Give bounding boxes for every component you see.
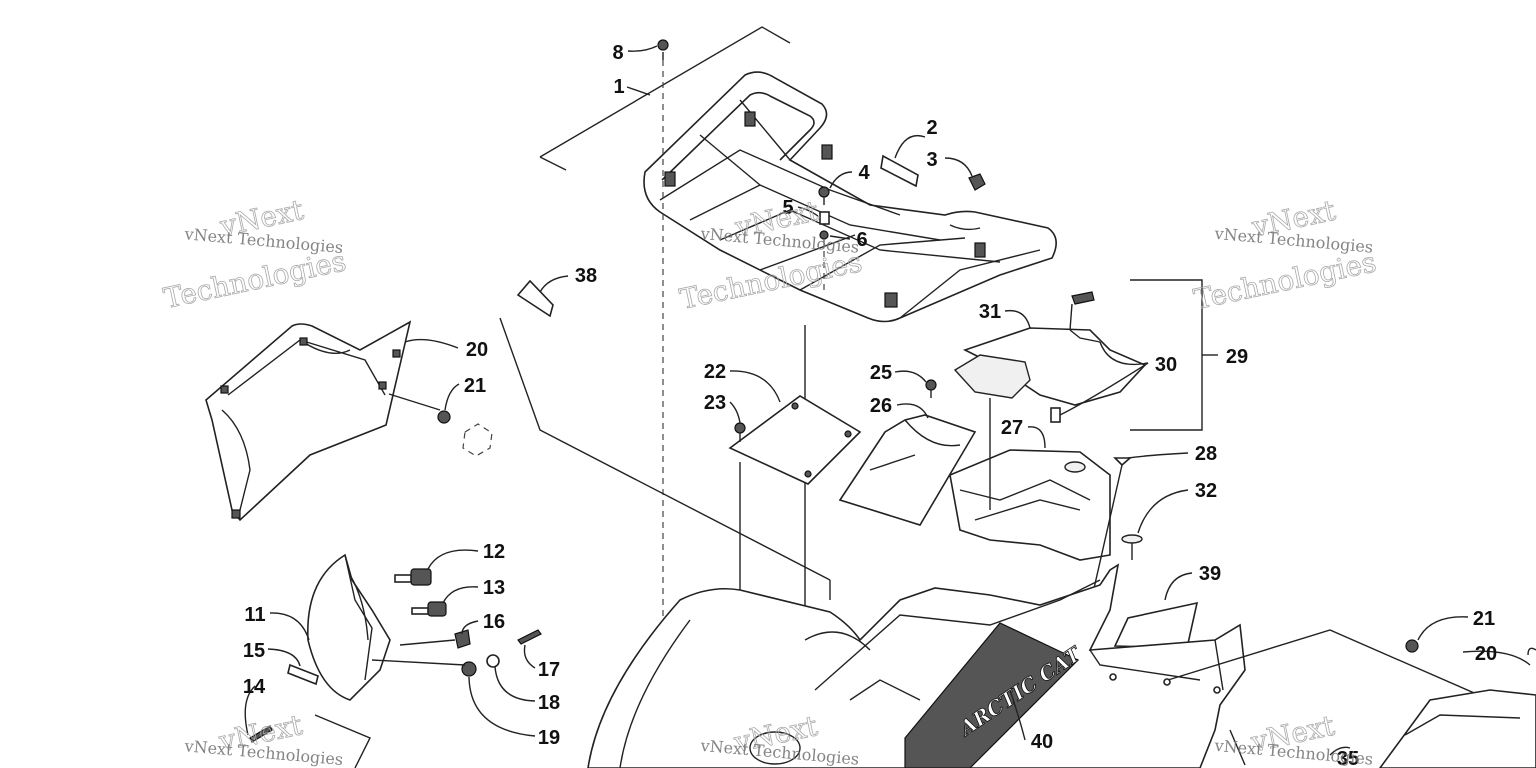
callout-4: 4 [858,162,870,184]
latch-30 [1050,291,1095,423]
callout-21-left: 21 [464,375,486,397]
callout-31: 31 [979,301,1001,323]
callout-26: 26 [870,395,892,417]
cover-plate-22 [728,395,862,485]
callout-6: 6 [856,229,867,251]
washer-6 [819,230,829,290]
callout-15: 15 [243,640,265,662]
callout-labels: 1 2 3 4 5 6 8 11 12 13 14 15 16 17 18 19… [243,42,1497,768]
callout-20-left: 20 [466,339,488,361]
cap-screw-4 [818,186,830,205]
tool-box-lid-31 [953,327,1147,510]
decal-2 [880,154,919,188]
callout-8: 8 [612,42,623,64]
callout-19: 19 [538,727,560,749]
svg-text:Technologies: Technologies [1191,245,1379,316]
callout-12: 12 [483,541,505,563]
callout-1: 1 [613,76,624,98]
callout-18: 18 [538,692,560,714]
callout-27: 27 [1001,417,1023,439]
callout-35: 35 [1337,748,1359,768]
callout-5: 5 [782,197,793,219]
headlight-assembly [249,553,542,768]
leader-lines [244,45,1531,756]
storage-box-27 [949,449,1111,561]
callout-20-right: 20 [1475,643,1497,665]
screw-25 [925,379,937,398]
svg-text:Technologies: Technologies [161,244,349,315]
right-side-panel-20 [1229,689,1536,768]
callout-39: 39 [1199,563,1221,585]
callout-30: 30 [1155,354,1177,376]
callout-22: 22 [704,361,726,383]
callout-11: 11 [244,604,265,626]
callout-16: 16 [483,611,505,633]
bracket-29 [1130,279,1218,431]
callout-14: 14 [243,676,266,698]
callout-28: 28 [1195,443,1217,465]
decal-38 [499,279,831,600]
spacer-5 [819,211,830,225]
callout-17: 17 [538,659,560,681]
watermark-upper-left: vNext vNext Technologies Technologies [160,193,349,316]
callout-13: 13 [483,577,505,599]
rivet-32 [1121,534,1143,560]
callout-2: 2 [926,117,937,139]
bracket-26 [838,414,977,526]
callout-23: 23 [704,392,726,414]
grommet-21-right [1405,639,1419,653]
callout-25: 25 [870,362,892,384]
rear-rack [539,26,1057,768]
callout-3: 3 [926,149,937,171]
callout-29: 29 [1226,346,1248,368]
decal-39 [1113,601,1199,649]
left-side-panel-20 [205,320,412,522]
callout-40: 40 [1031,731,1053,753]
callout-32: 32 [1195,480,1217,502]
callout-38: 38 [575,265,597,287]
callout-21-right: 21 [1473,608,1495,630]
rear-fender-body [587,563,1536,768]
watermark-upper-right: vNext vNext Technologies Technologies [1190,193,1379,316]
push-rivet-3 [968,173,986,191]
watermark-lower-right: vNext vNext Technologies [1213,708,1374,768]
grommet-21-left [437,410,493,457]
